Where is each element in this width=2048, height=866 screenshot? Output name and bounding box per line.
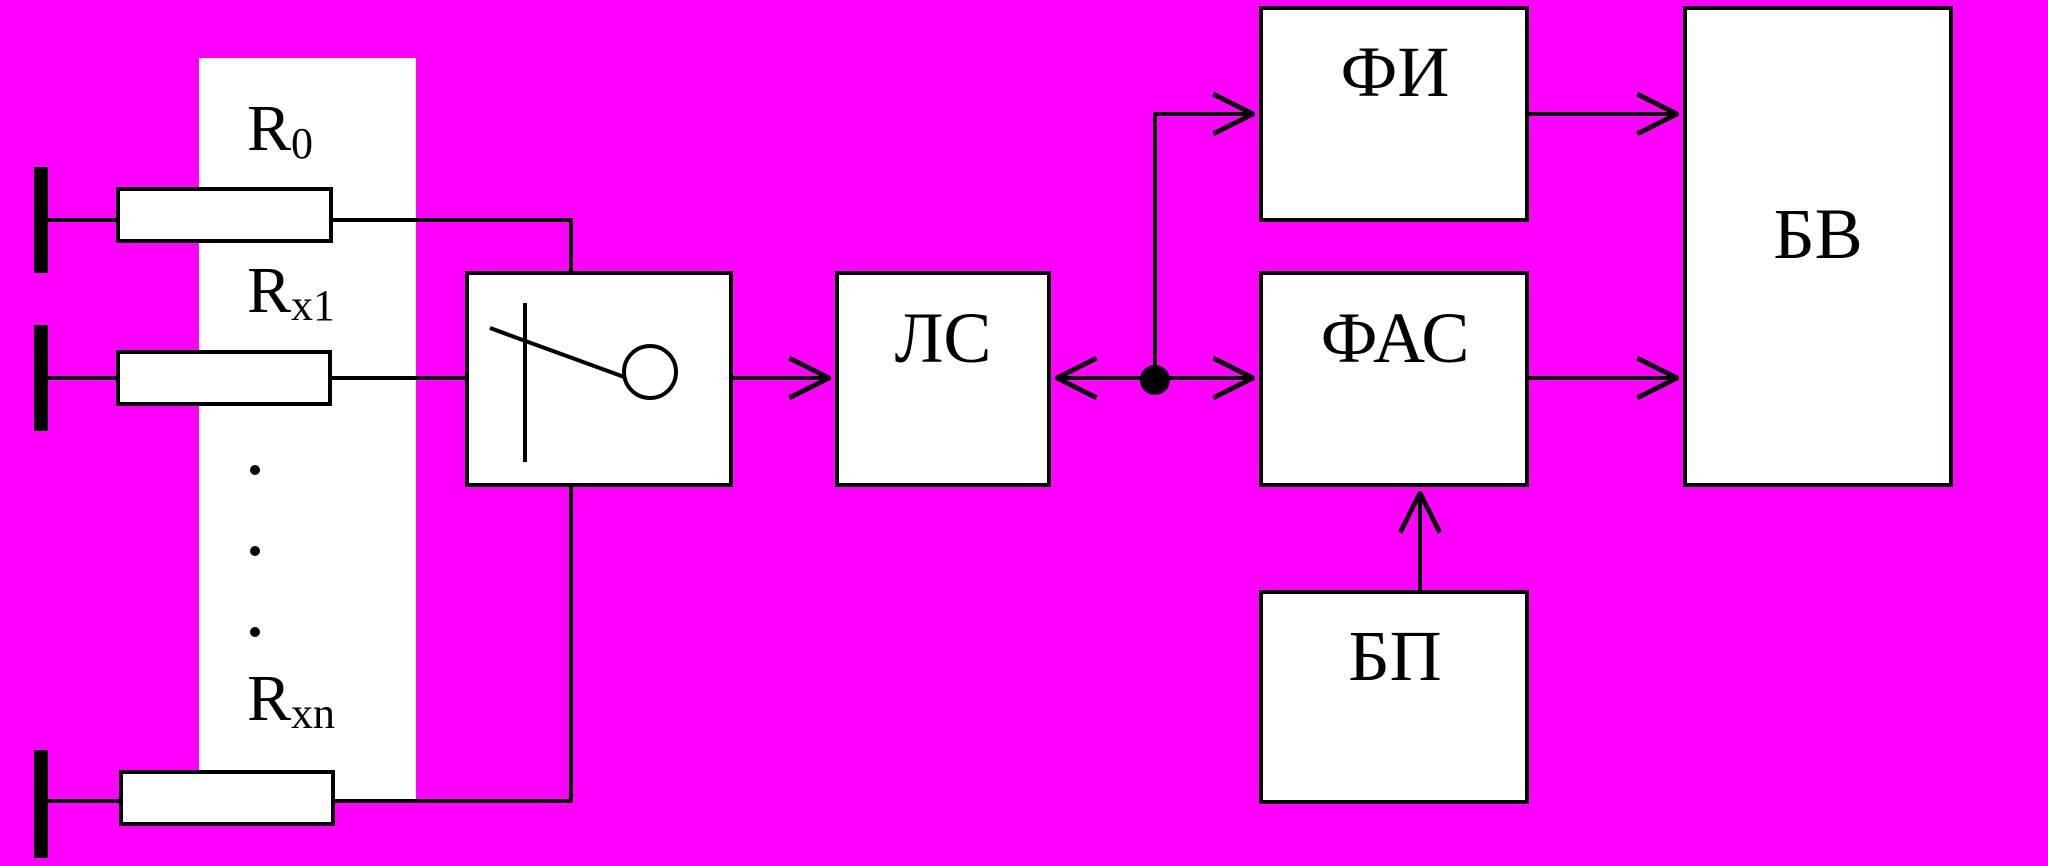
resistor-label-rx1: Rx1 — [247, 254, 335, 330]
resistor-label-r0: R0 — [247, 92, 313, 168]
ground-bar-r0 — [34, 167, 48, 273]
resistor-label-rxn: Rxn — [247, 662, 335, 738]
ellipsis-dot — [250, 546, 260, 556]
ground-bar-rxn — [34, 750, 48, 858]
resistor-rxn — [119, 770, 335, 826]
switch-block — [465, 271, 733, 487]
ellipsis-dots — [250, 465, 260, 637]
block-fi — [1259, 6, 1529, 222]
resistor-panel — [199, 58, 416, 803]
block-frames — [835, 6, 1953, 804]
ellipsis-dot — [250, 627, 260, 637]
switch-contact-icon — [622, 344, 678, 400]
block-label-bp: БП — [1348, 616, 1441, 696]
ground-bar-rx1 — [34, 325, 48, 431]
switch-frame — [465, 271, 733, 487]
wires — [48, 218, 573, 803]
block-bv — [1683, 6, 1953, 487]
arrow-junction-to-fi — [1153, 114, 1253, 378]
block-label-fas: ФАС — [1321, 298, 1470, 378]
block-label-ls: ЛС — [895, 298, 992, 378]
block-ls — [835, 271, 1051, 487]
connections — [731, 114, 1677, 592]
junction-dot — [1140, 365, 1170, 395]
block-fas — [1259, 271, 1529, 487]
ellipsis-dot — [250, 465, 260, 475]
block-label-bv: БВ — [1773, 194, 1862, 274]
switch-lever-icon — [489, 326, 628, 380]
ground-bars — [34, 167, 48, 858]
block-label-fi: ФИ — [1341, 32, 1450, 112]
block-bp — [1259, 590, 1529, 804]
resistor-r0 — [116, 187, 333, 243]
resistor-rx1 — [116, 350, 332, 406]
resistors — [116, 187, 335, 826]
